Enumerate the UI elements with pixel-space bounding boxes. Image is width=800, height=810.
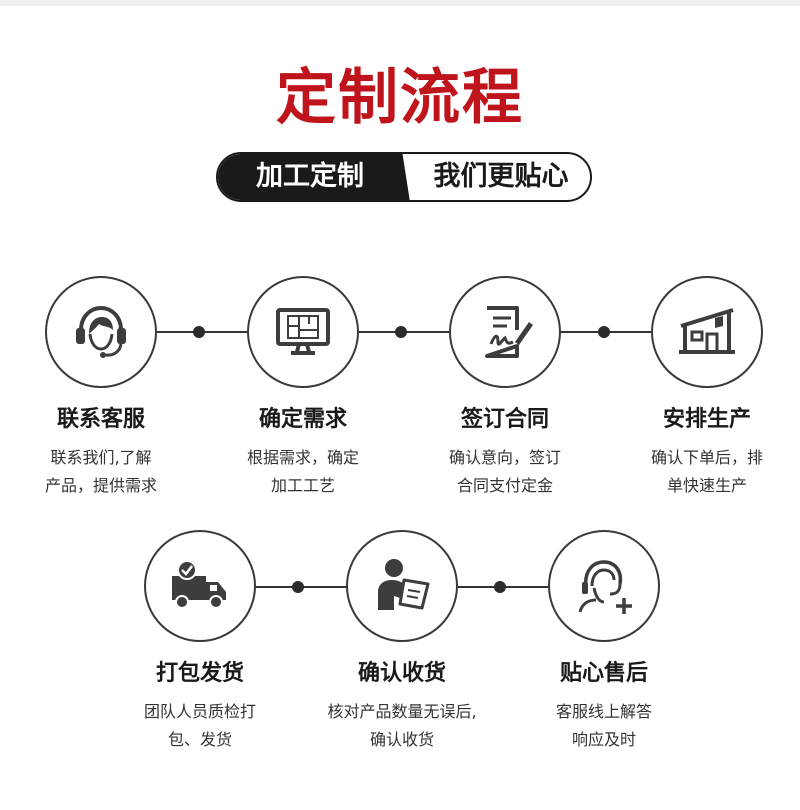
step-after-sales: 贴心售后 客服线上解答 响应及时 <box>504 530 704 754</box>
connector-dot <box>193 326 205 338</box>
step-title: 安排生产 <box>662 407 751 432</box>
connector-dot <box>598 326 610 338</box>
step-desc-line2: 响应及时 <box>571 730 636 749</box>
page-title: 定制流程 <box>276 63 524 133</box>
step-desc-line1: 联系我们,了解 <box>50 448 152 467</box>
step-desc-line1: 团队人员质检打 <box>143 702 256 721</box>
connector-dot <box>292 581 304 593</box>
step-icon-circle <box>651 276 763 388</box>
step-title: 打包发货 <box>155 661 244 686</box>
top-strip <box>0 0 800 6</box>
person-checking-icon <box>378 559 430 610</box>
step-sign-contract: 签订合同 确认意向，签订 合同支付定金 <box>405 276 605 500</box>
step-contact-service: 联系客服 联系我们,了解 产品，提供需求 <box>1 276 201 500</box>
step-arrange-production: 安排生产 确认下单后，排 单快速生产 <box>607 276 800 500</box>
step-desc-line2: 合同支付定金 <box>456 476 553 495</box>
step-icon-circle <box>449 276 561 388</box>
subtitle-badge: 加工定制 我们更贴心 <box>216 152 592 202</box>
badge-left-text: 加工定制 <box>218 154 410 200</box>
step-icon-circle <box>247 276 359 388</box>
step-desc-line1: 确认下单后，排 <box>650 448 763 467</box>
step-title: 贴心售后 <box>559 661 648 686</box>
delivery-truck-icon <box>172 560 226 609</box>
badge-right-text: 我们更贴心 <box>433 161 569 192</box>
step-desc-line1: 根据需求，确定 <box>246 448 359 467</box>
step-desc-line2: 包、发货 <box>167 730 232 749</box>
step-desc-line1: 确认意向，签订 <box>448 448 561 467</box>
connector-dot <box>494 581 506 593</box>
step-confirm-receipt: 确认收货 核对产品数量无误后, 确认收货 <box>302 530 502 754</box>
step-desc-line1: 客服线上解答 <box>555 702 652 721</box>
step-title: 联系客服 <box>56 407 145 432</box>
step-desc-line2: 产品，提供需求 <box>44 476 157 495</box>
step-confirm-requirements: 确定需求 根据需求，确定 加工工艺 <box>203 276 403 500</box>
contract-sign-icon <box>485 306 533 358</box>
step-icon-circle <box>45 276 157 388</box>
step-desc-line2: 确认收货 <box>369 730 434 749</box>
step-desc-line2: 加工工艺 <box>270 476 335 495</box>
step-icon-circle <box>548 530 660 642</box>
step-desc-line1: 核对产品数量无误后, <box>327 702 477 721</box>
step-pack-ship: 打包发货 团队人员质检打 包、发货 <box>100 530 300 754</box>
step-desc-line2: 单快速生产 <box>666 476 747 495</box>
after-sales-support-icon <box>578 560 632 614</box>
monitor-blueprint-icon <box>276 308 330 355</box>
headset-agent-icon <box>76 305 126 358</box>
step-title: 确认收货 <box>357 661 446 686</box>
step-title: 确定需求 <box>258 407 347 432</box>
connector-dot <box>395 326 407 338</box>
step-icon-circle <box>144 530 256 642</box>
factory-icon <box>679 308 735 354</box>
step-title: 签订合同 <box>460 407 549 432</box>
step-icon-circle <box>346 530 458 642</box>
